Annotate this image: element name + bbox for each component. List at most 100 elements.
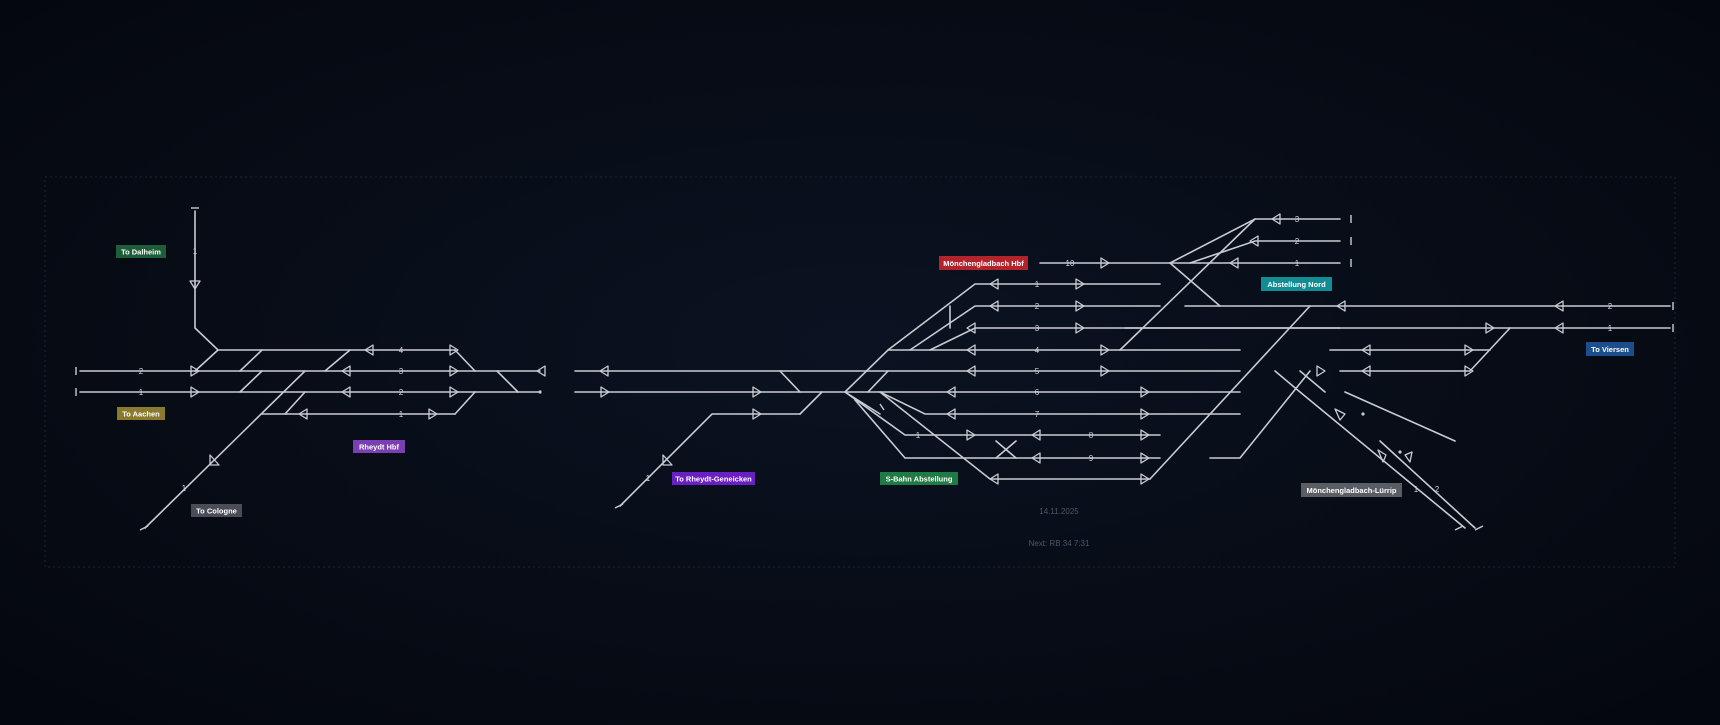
signal-icon	[1031, 429, 1041, 441]
track-number: 1	[1608, 324, 1613, 333]
label-rheydt-hbf: Rheydt Hbf	[353, 440, 405, 453]
signal-icon	[341, 365, 351, 377]
signal-icon	[1336, 300, 1346, 312]
signal-icon	[1100, 365, 1110, 377]
track-number: 5	[1035, 367, 1040, 376]
svg-text:To Cologne: To Cologne	[196, 507, 237, 516]
signal-icon	[1075, 322, 1085, 334]
label-to-rheydt-geneicken: To Rheydt-Geneicken	[672, 472, 755, 485]
signal-icon	[966, 322, 976, 334]
signal-icon	[1031, 452, 1041, 464]
signal-icon	[946, 386, 956, 398]
diagram-frame	[44, 176, 1676, 568]
track-number: 1	[646, 474, 651, 483]
signal-icon	[1361, 344, 1371, 356]
signal-icon	[1485, 322, 1495, 334]
signal-icon	[449, 365, 459, 377]
svg-text:Mönchengladbach-Lürrip: Mönchengladbach-Lürrip	[1307, 486, 1397, 495]
track-number: 2	[1435, 485, 1440, 494]
signal-icon	[662, 454, 673, 466]
track-lines	[79, 210, 1671, 529]
signal-icon	[449, 344, 459, 356]
track-end-markers	[75, 207, 1674, 531]
signal-icon	[966, 344, 976, 356]
signal-icon	[1075, 300, 1085, 312]
signal-icon	[1100, 257, 1110, 269]
signal-icon	[946, 408, 956, 420]
destination-labels: To Dalheim To Aachen Rheydt Hbf To Colog…	[116, 245, 1634, 517]
track-number: 10	[1066, 259, 1075, 268]
track-number: 2	[1295, 237, 1300, 246]
svg-text:S-Bahn Abstellung: S-Bahn Abstellung	[886, 475, 953, 484]
signal-icon	[1140, 452, 1150, 464]
track-number: 2	[1608, 302, 1613, 311]
signal-icon	[1554, 300, 1564, 312]
signal-icon	[1229, 257, 1239, 269]
signal-icon	[966, 429, 976, 441]
signal-icon	[449, 386, 459, 398]
label-moenchengladbach-hbf: Mönchengladbach Hbf	[939, 256, 1028, 270]
signal-icon	[752, 386, 762, 398]
label-moenchengladbach-luerrip: Mönchengladbach-Lürrip	[1301, 483, 1402, 497]
junction-dots	[538, 390, 1402, 454]
track-number: 1	[139, 388, 144, 397]
label-to-viersen: To Viersen	[1586, 342, 1634, 356]
signal-icon	[341, 386, 351, 398]
track-number: 2	[139, 367, 144, 376]
track-numbers: 1 2 1 4 3 2 1 1 1 10 1 2 3 4 5 6 7 1 8 9…	[139, 215, 1613, 494]
signal-icon	[1361, 365, 1371, 377]
track-number: 1	[1035, 280, 1040, 289]
svg-text:To Viersen: To Viersen	[1591, 345, 1629, 354]
signal-icon	[1554, 322, 1564, 334]
track-number: 4	[1035, 346, 1040, 355]
signal-icon	[599, 365, 609, 377]
signal-icon	[966, 365, 976, 377]
track-number: 2	[399, 388, 404, 397]
signal-icon	[189, 280, 201, 290]
signal-icon	[190, 386, 200, 398]
svg-text:Mönchengladbach Hbf: Mönchengladbach Hbf	[943, 259, 1024, 268]
track-number: 7	[1035, 410, 1040, 419]
signal-icon	[1464, 344, 1474, 356]
signal-icon	[428, 408, 438, 420]
signal-icon	[989, 473, 999, 485]
label-abstellung-nord: Abstellung Nord	[1261, 277, 1332, 291]
signal-icon	[1316, 365, 1326, 377]
next-train-text: Next: RB 34 7:31	[1029, 539, 1090, 548]
signal-markers	[189, 213, 1564, 485]
signal-icon	[1140, 429, 1150, 441]
signal-icon	[536, 365, 546, 377]
signal-icon	[298, 408, 308, 420]
svg-text:Rheydt Hbf: Rheydt Hbf	[359, 443, 400, 452]
signal-icon	[1249, 235, 1259, 247]
signal-icon	[1100, 344, 1110, 356]
signal-icon	[1271, 213, 1281, 225]
svg-text:To Rheydt-Geneicken: To Rheydt-Geneicken	[675, 475, 752, 484]
signal-icon	[364, 344, 374, 356]
signal-icon	[209, 454, 220, 466]
label-s-bahn-abstellung: S-Bahn Abstellung	[880, 472, 958, 485]
svg-text:Abstellung Nord: Abstellung Nord	[1267, 280, 1326, 289]
label-to-dalheim: To Dalheim	[116, 245, 166, 258]
label-to-cologne: To Cologne	[191, 504, 242, 517]
signal-icon	[1404, 451, 1413, 463]
track-number: 1	[916, 431, 921, 440]
track-number: 1	[193, 247, 198, 256]
signal-icon	[1075, 278, 1085, 290]
track-number: 1	[1295, 259, 1300, 268]
svg-text:To Dalheim: To Dalheim	[121, 248, 161, 257]
label-to-aachen: To Aachen	[117, 407, 165, 420]
track-number: 3	[399, 367, 404, 376]
track-number: 2	[1035, 302, 1040, 311]
signal-icon	[752, 408, 762, 420]
signal-icon	[1140, 473, 1150, 485]
track-number: 9	[1089, 454, 1094, 463]
signal-icon	[1334, 408, 1346, 421]
track-number: 4	[399, 346, 404, 355]
track-number: 1	[1414, 485, 1419, 494]
track-number: 6	[1035, 388, 1040, 397]
signal-icon	[1140, 386, 1150, 398]
svg-text:To Aachen: To Aachen	[122, 410, 160, 419]
